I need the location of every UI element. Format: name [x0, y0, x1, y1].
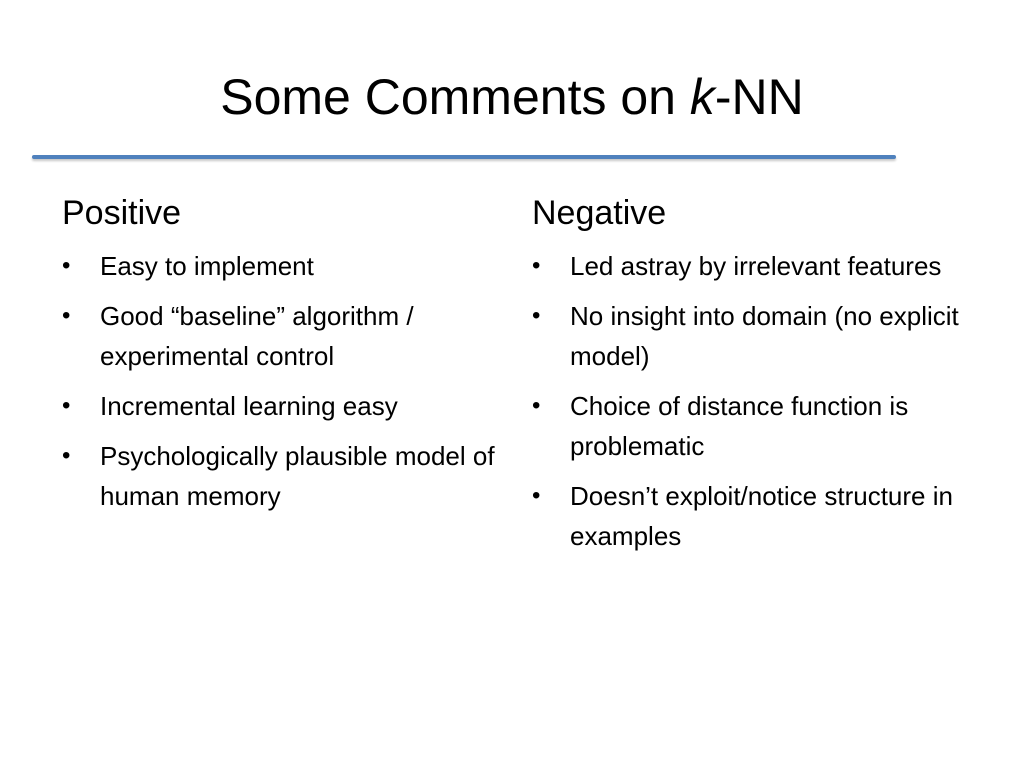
- negative-heading: Negative: [532, 194, 667, 232]
- list-item: • Incremental learning easy: [62, 386, 502, 426]
- title-suffix: -NN: [714, 69, 804, 125]
- bullet-icon: •: [62, 302, 71, 329]
- slide-title: Some Comments on k-NN: [0, 62, 1024, 132]
- negative-column: Negative • Led astray by irrelevant featu…: [532, 190, 972, 566]
- list-item-text: Doesn’t exploit/notice structure in exam…: [570, 481, 953, 551]
- bullet-icon: •: [532, 252, 541, 279]
- list-item-text: Led astray by irrelevant features: [570, 251, 942, 281]
- positive-column: Positive • Easy to implement • Good “basel…: [62, 190, 502, 526]
- list-item-text: Incremental learning easy: [100, 391, 398, 421]
- bullet-icon: •: [532, 482, 541, 509]
- list-item: • Psychologically plausible model of huma…: [62, 436, 502, 516]
- bullet-icon: •: [532, 302, 541, 329]
- positive-list: • Easy to implement • Good “baseline” algo…: [62, 246, 502, 516]
- positive-heading: Positive: [62, 194, 182, 232]
- bullet-icon: •: [532, 392, 541, 419]
- list-item: • Easy to implement: [62, 246, 502, 286]
- list-item-text: Easy to implement: [100, 251, 314, 281]
- title-italic-k: k: [689, 69, 715, 125]
- negative-list: • Led astray by irrelevant features • No i…: [532, 246, 972, 556]
- list-item-text: Good “baseline” algorithm / experimental…: [100, 301, 414, 371]
- list-item: • Led astray by irrelevant features: [532, 246, 972, 286]
- list-item: • Doesn’t exploit/notice structure in exa…: [532, 476, 972, 556]
- title-divider: [32, 155, 896, 159]
- list-item: • No insight into domain (no explicit mod…: [532, 296, 972, 376]
- list-item-text: Choice of distance function is problemat…: [570, 391, 909, 461]
- bullet-icon: •: [62, 442, 71, 469]
- bullet-icon: •: [62, 252, 71, 279]
- list-item: • Choice of distance function is problema…: [532, 386, 972, 466]
- list-item-text: No insight into domain (no explicit mode…: [570, 301, 959, 371]
- bullet-icon: •: [62, 392, 71, 419]
- list-item-text: Psychologically plausible model of human…: [100, 441, 495, 511]
- title-prefix: Some Comments on: [220, 69, 690, 125]
- list-item: • Good “baseline” algorithm / experimenta…: [62, 296, 502, 376]
